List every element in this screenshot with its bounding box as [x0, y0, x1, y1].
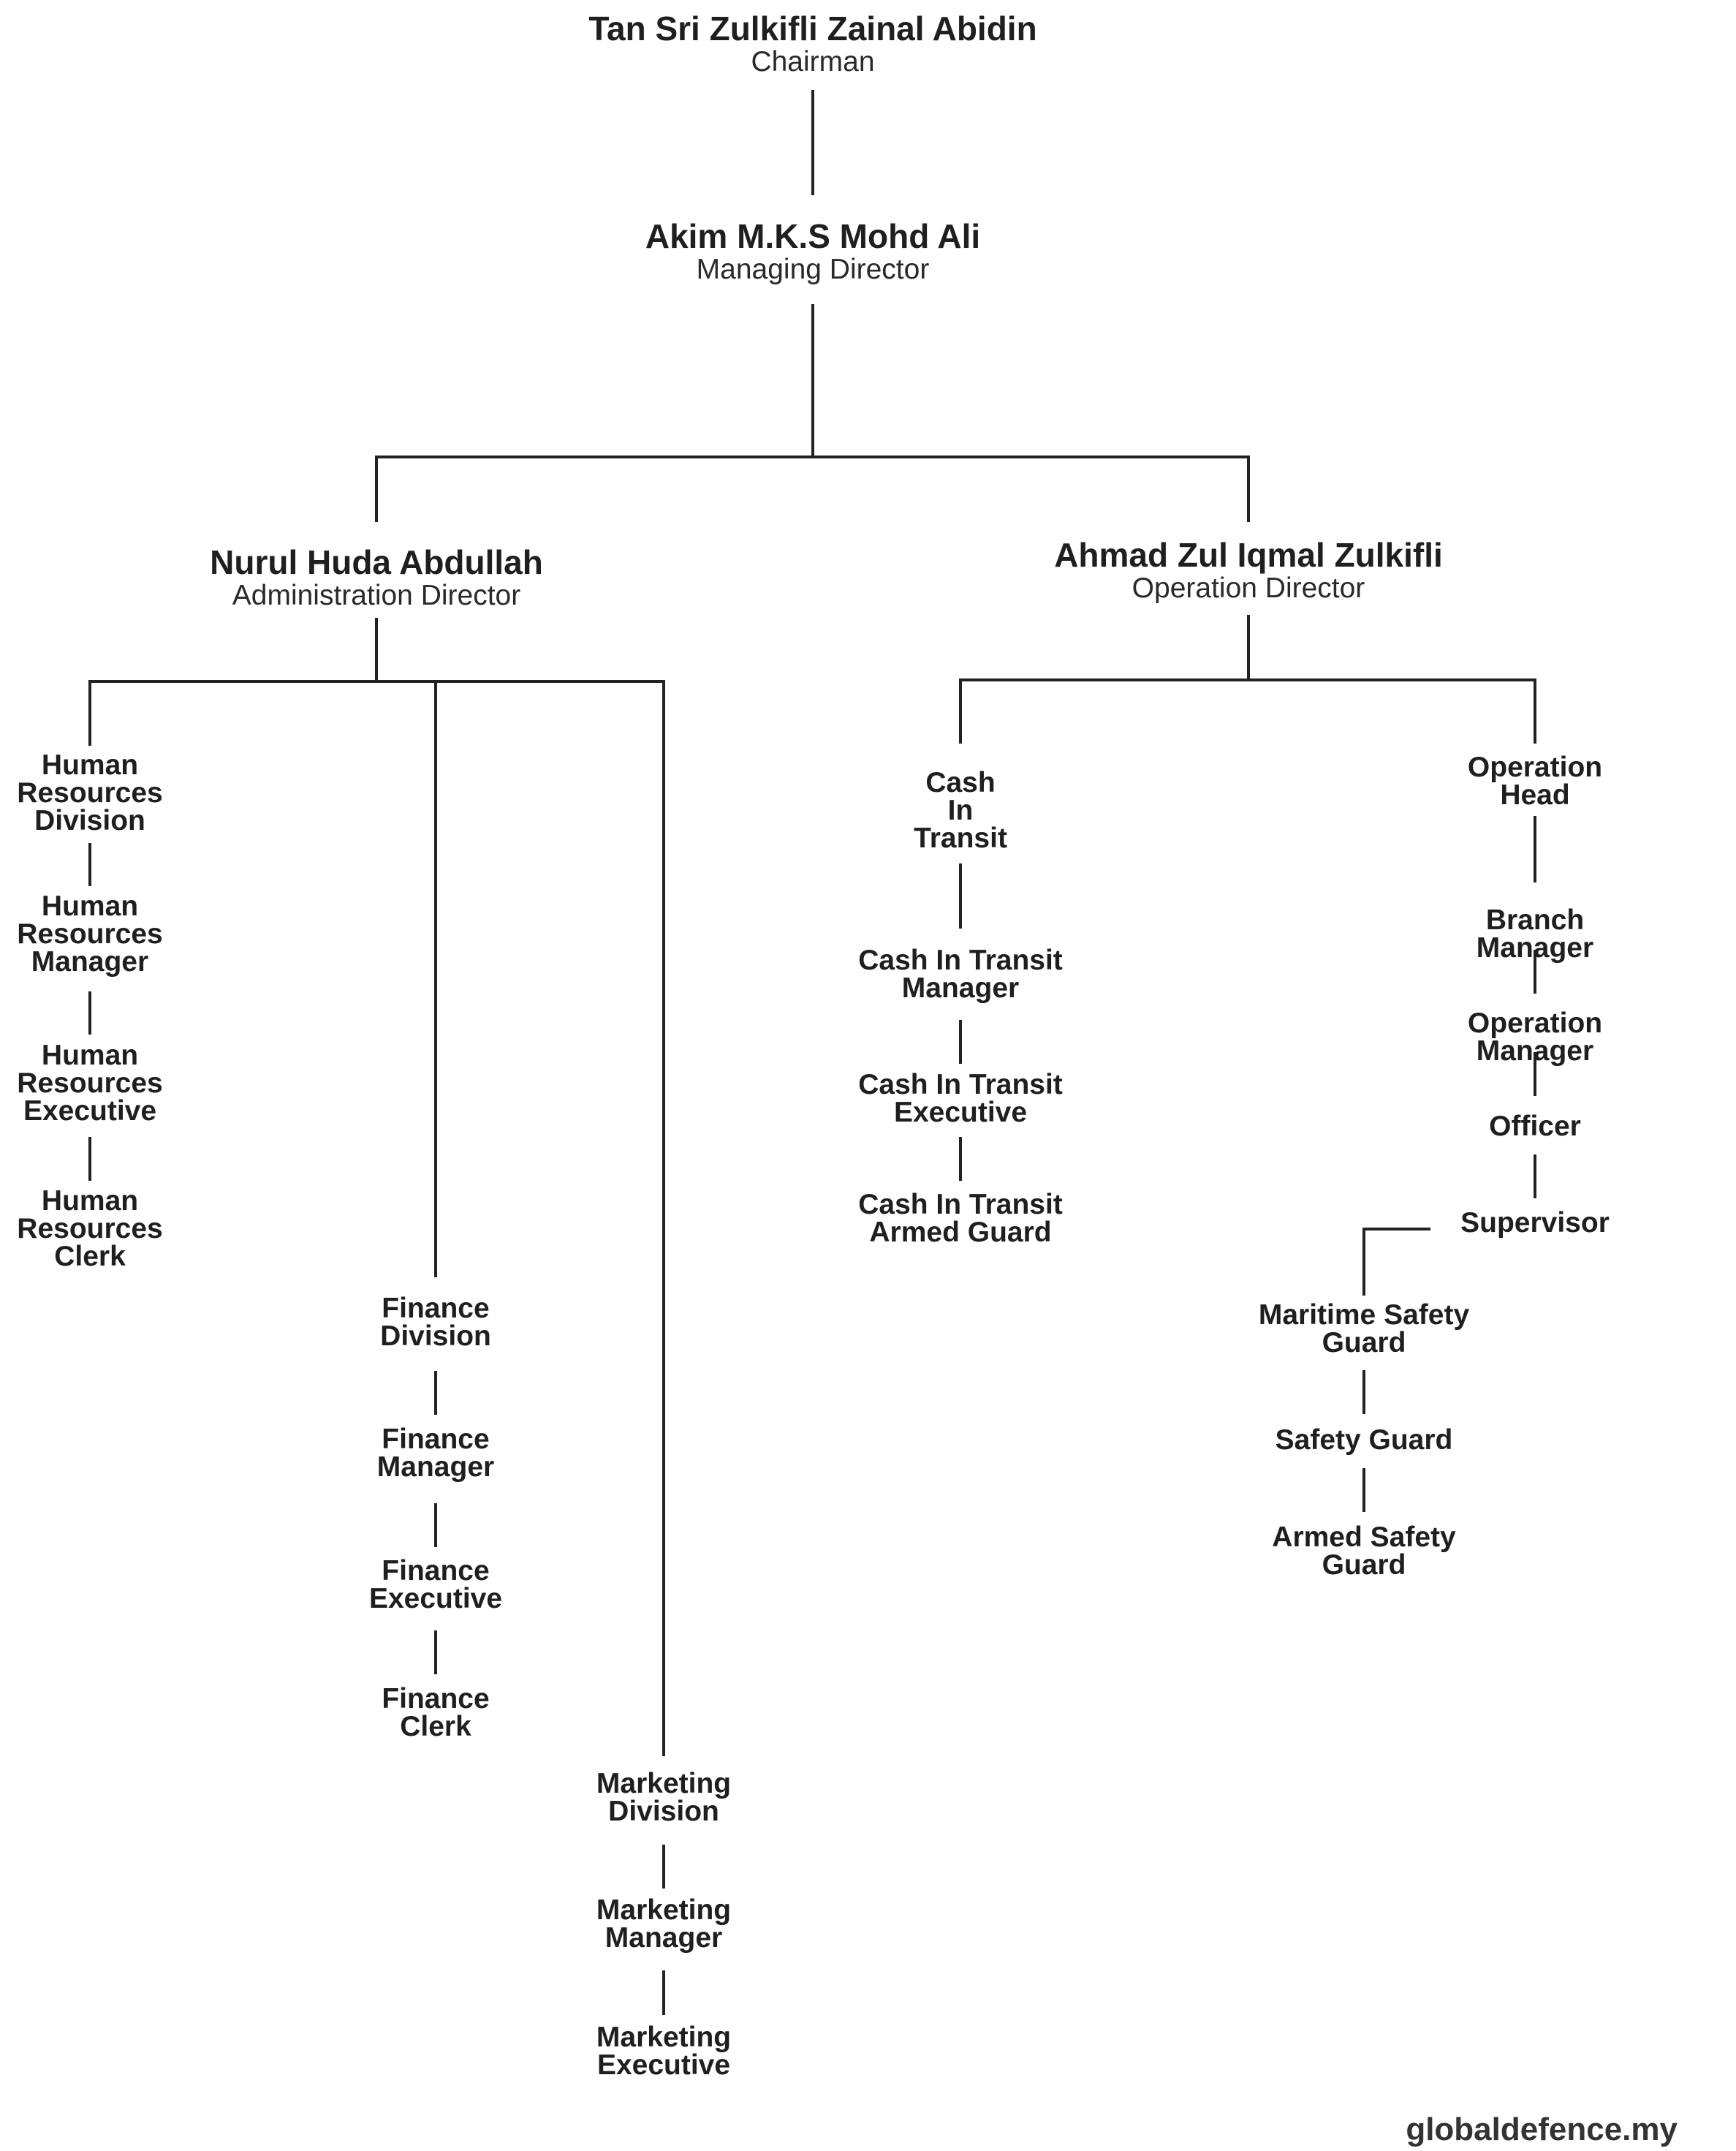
admin-director-name: Nurul Huda Abdullah [210, 543, 543, 581]
finance-division: Finance Division [380, 1293, 491, 1352]
finance-clerk: Finance Clerk [382, 1683, 490, 1742]
cit-division: Cash In Transit [914, 767, 1007, 854]
finance-manager: Finance Manager [376, 1424, 495, 1483]
managing-director-node: Akim M.K.S Mohd Ali Managing Director [645, 218, 980, 285]
operation-director-name: Ahmad Zul Iqmal Zulkifli [1054, 536, 1443, 574]
finance-executive: Finance Executive [368, 1555, 503, 1614]
hr-executive: Human Resources Executive [17, 1040, 163, 1127]
cit-manager: Cash In Transit Manager [858, 945, 1063, 1004]
chairman-name: Tan Sri Zulkifli Zainal Abidin [588, 10, 1037, 48]
cit-armed-guard: Cash In Transit Armed Guard [858, 1189, 1063, 1248]
operation-director-node: Ahmad Zul Iqmal Zulkifli Operation Direc… [1054, 537, 1443, 604]
safety-guard: Safety Guard [1275, 1424, 1453, 1456]
marketing-division: Marketing Division [596, 1768, 732, 1827]
marketing-manager: Marketing Manager [596, 1894, 732, 1954]
operation-head: Operation Head [1467, 752, 1603, 811]
chairman-node: Tan Sri Zulkifli Zainal Abidin Chairman [588, 10, 1036, 78]
hr-manager: Human Resources Manager [17, 891, 163, 978]
admin-director-title: Administration Director [232, 580, 521, 611]
admin-director-node: Nurul Huda Abdullah Administration Direc… [210, 544, 543, 611]
branch-manager: Branch Manager [1476, 904, 1594, 964]
armed-safety-guard: Armed Safety Guard [1272, 1521, 1456, 1581]
managing-director-name: Akim M.K.S Mohd Ali [645, 217, 981, 255]
cit-executive: Cash In Transit Executive [858, 1069, 1063, 1128]
managing-director-title: Managing Director [696, 254, 930, 285]
maritime-safety-guard: Maritime Safety Guard [1258, 1299, 1470, 1358]
connector-supervisor-guards [1362, 1228, 1430, 1296]
marketing-executive: Marketing Executive [596, 2022, 732, 2081]
operation-director-title: Operation Director [1132, 572, 1365, 604]
operation-manager: Operation Manager [1467, 1008, 1603, 1067]
hr-clerk: Human Resources Clerk [17, 1185, 163, 1272]
site-watermark: globaldefence.my [1406, 2112, 1678, 2147]
supervisor: Supervisor [1460, 1207, 1610, 1239]
officer: Officer [1489, 1111, 1581, 1142]
chairman-title: Chairman [751, 46, 875, 78]
hr-division: Human Resources Division [17, 749, 163, 836]
